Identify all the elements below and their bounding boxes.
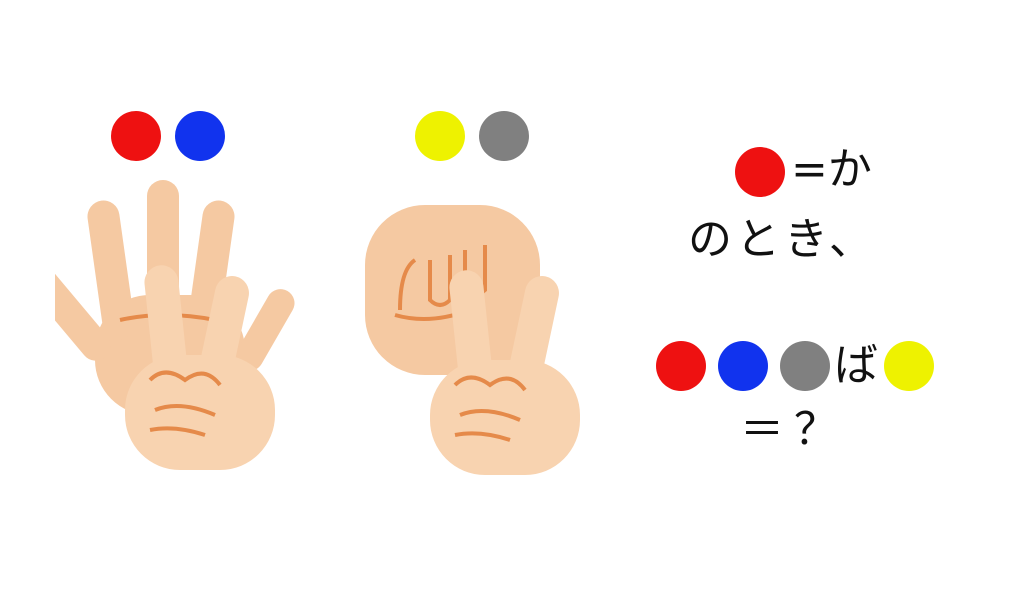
peace-sign-hand-icon (430, 270, 580, 475)
equals-ka-text: =か (791, 144, 872, 195)
red-dot (735, 147, 785, 197)
puzzle-line-4: ＝？ (740, 404, 848, 455)
ba-text: ば (834, 340, 878, 391)
peace-sign-hand-icon (125, 265, 275, 470)
yellow-dot (884, 341, 934, 391)
left-hands-illustration (55, 175, 305, 475)
yellow-dot (415, 111, 465, 161)
puzzle-line-2: のとき、 (688, 214, 877, 265)
right-hands-illustration (360, 190, 600, 480)
blue-dot (175, 111, 225, 161)
red-dot (656, 341, 706, 391)
red-dot (111, 111, 161, 161)
puzzle-line-3: ば (656, 336, 934, 392)
gray-dot (780, 341, 830, 391)
gray-dot (479, 111, 529, 161)
puzzle-line-1: =か (735, 142, 872, 198)
blue-dot (718, 341, 768, 391)
